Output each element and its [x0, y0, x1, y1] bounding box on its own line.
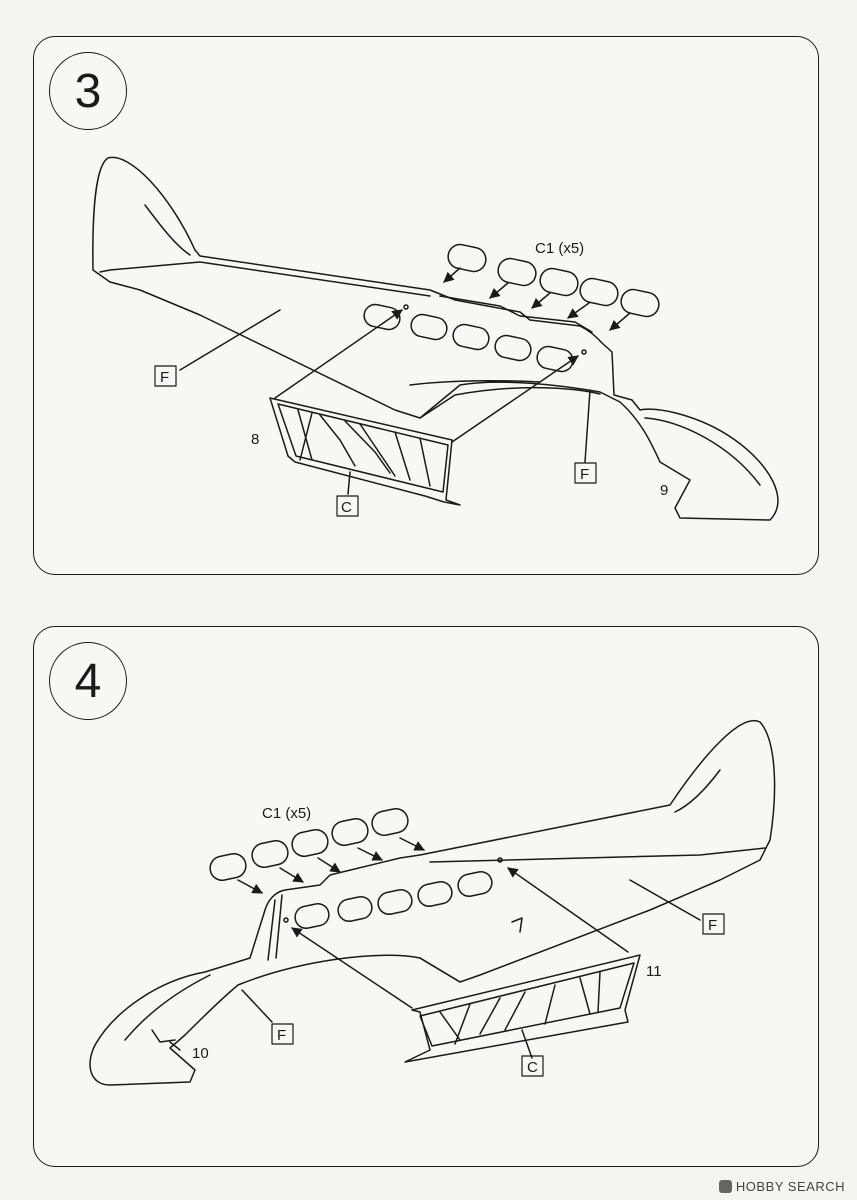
- part-label-f: F: [160, 369, 169, 386]
- c1-callout-step3: C1 (x5): [535, 240, 584, 257]
- step-number: 3: [49, 52, 127, 130]
- floor-frame-c-step3: [269, 397, 461, 506]
- part-label-f: F: [580, 466, 589, 483]
- c1-callout-step4: C1 (x5): [262, 805, 311, 822]
- watermark: HOBBY SEARCH: [718, 1179, 845, 1194]
- step-4-panel: 4: [33, 626, 819, 1167]
- leader-lines-step3: [179, 309, 591, 495]
- c1-windows-step4: [209, 808, 409, 881]
- c1-arrows-step4: [237, 837, 425, 894]
- part-label-c: C: [527, 1059, 538, 1076]
- callout-number: 10: [192, 1045, 209, 1062]
- callout-number: 11: [646, 963, 662, 980]
- part-label-c: C: [341, 499, 352, 516]
- frame-arrows-step4: [291, 867, 629, 1009]
- leader-lines-step4: [169, 879, 701, 1059]
- c1-arrows-step3: [443, 267, 631, 331]
- window-openings-step4: [283, 857, 503, 929]
- hobby-search-logo-icon: [718, 1180, 732, 1193]
- callout-number: 9: [660, 482, 668, 499]
- part-label-f: F: [708, 917, 717, 934]
- part-label-f: F: [277, 1027, 286, 1044]
- step-number: 4: [49, 642, 127, 720]
- label-boxes-step4: [271, 913, 725, 1077]
- frame-arrows-step3: [274, 309, 579, 443]
- c1-windows-step3: [447, 243, 660, 318]
- window-openings-step3: [363, 303, 587, 373]
- floor-frame-c-step4: [404, 954, 641, 1063]
- label-boxes-step3: [154, 365, 597, 517]
- fuselage-half-step3: [92, 156, 779, 521]
- fuselage-half-step4: [89, 719, 776, 1086]
- watermark-text: HOBBY SEARCH: [735, 1179, 845, 1194]
- callout-number: 8: [251, 431, 259, 448]
